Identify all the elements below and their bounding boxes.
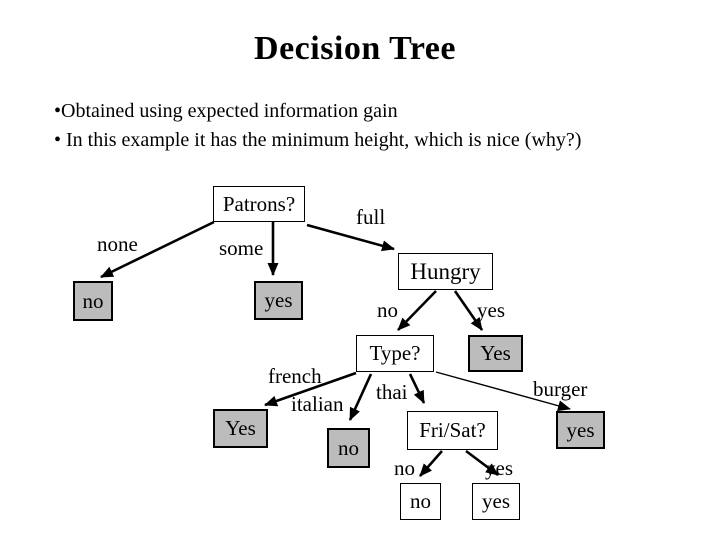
leaf-hungry-yes: Yes	[468, 335, 523, 372]
leaf-none-no: no	[73, 281, 113, 321]
edge-hungry-yes	[453, 290, 484, 331]
node-hungry: Hungry	[398, 253, 493, 290]
leaf-italian-no: no	[327, 428, 370, 468]
edge-thai	[408, 373, 426, 404]
edge-frisat-yes	[465, 449, 499, 477]
leaf-french-yes: Yes	[213, 409, 268, 448]
leaf-frisat-no: no	[400, 483, 441, 520]
node-frisat: Fri/Sat?	[407, 411, 498, 450]
edge-label-hungry-no: no	[377, 298, 398, 322]
slide-title: Decision Tree	[254, 30, 456, 67]
edge-italian	[348, 373, 373, 421]
edge-hungry-no	[397, 290, 437, 331]
bullet-line-2: • In this example it has the minimum hei…	[54, 129, 582, 151]
edge-frisat-no	[419, 450, 443, 477]
bullet-line-1: •Obtained using expected information gai…	[54, 100, 398, 122]
edge-label-burger: burger	[533, 377, 588, 401]
edge-label-frisat-no: no	[394, 456, 415, 480]
edge-label-full: full	[356, 205, 386, 229]
leaf-frisat-yes: yes	[472, 483, 520, 520]
edge-french	[264, 371, 357, 407]
edge-full	[306, 223, 395, 252]
edge-label-frisat-yes: yes	[485, 456, 513, 480]
leaf-some-yes: yes	[254, 281, 303, 320]
edge-label-italian: italian	[291, 392, 344, 416]
node-patrons: Patrons?	[213, 186, 305, 222]
edge-none	[100, 220, 215, 279]
leaf-burger-yes: yes	[556, 411, 605, 449]
edge-label-some: some	[219, 236, 264, 260]
edge-label-thai: thai	[376, 380, 408, 404]
edge-label-french: french	[268, 364, 322, 388]
bullet-list: •Obtained using expected information gai…	[54, 97, 694, 155]
edge-burger	[435, 371, 571, 412]
edge-label-none: none	[97, 232, 138, 256]
edge-label-hungry-yes: yes	[477, 298, 505, 322]
node-type: Type?	[356, 335, 434, 372]
